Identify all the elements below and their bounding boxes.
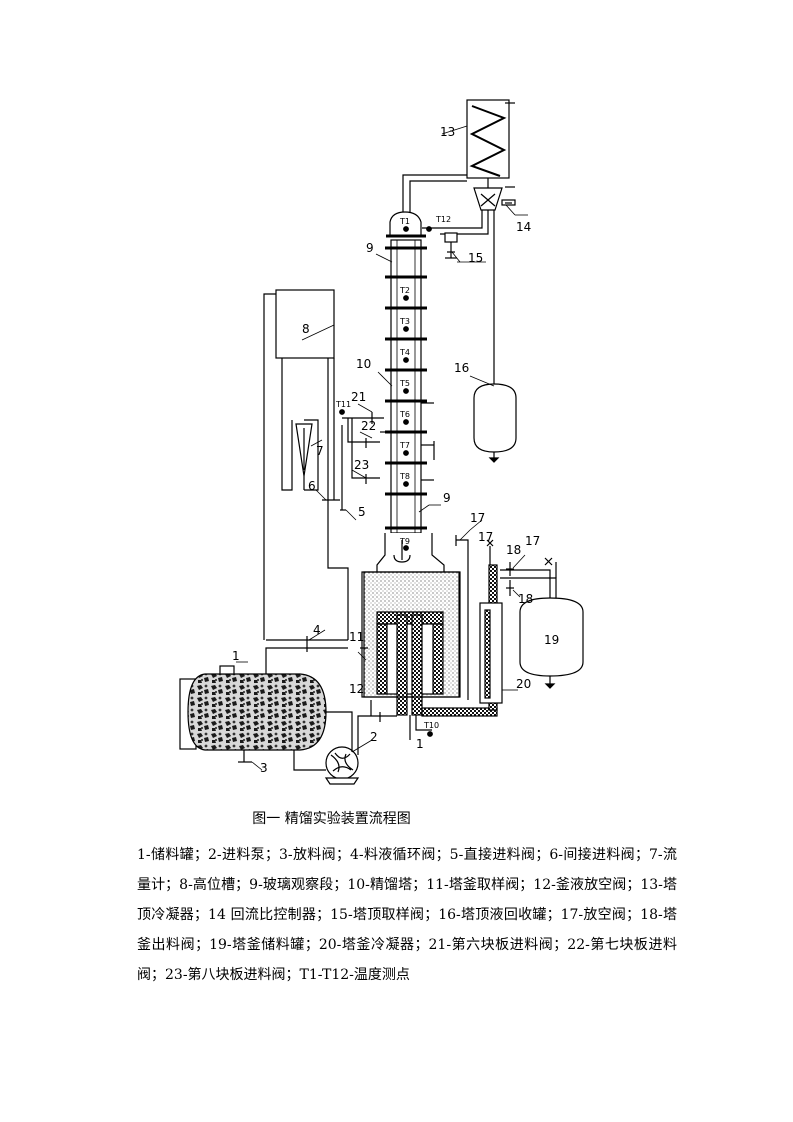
label-1: 1 [232,649,240,663]
label-1b: 1 [416,737,424,751]
label-3: 3 [260,761,268,775]
reflux-ratio-controller [473,178,528,216]
label-12: 12 [349,682,364,696]
distillation-column [380,239,435,534]
vapour-line [402,174,467,215]
label-4: 4 [313,623,321,637]
figure-legend: 1-储料罐；2-进料泵；3-放料阀；4-料液循环阀；5-直接进料阀；6-间接进料… [137,847,677,983]
label-17a: 17 [470,511,485,525]
circulation-line [265,647,348,674]
bottoms-cooler [479,602,518,704]
label-17b: 17 [478,530,493,544]
label-13: 13 [440,125,455,139]
temp-label-t9: T9 [399,537,410,546]
figure-caption-text: 图一 精馏实验装置流程图 [252,811,411,827]
distillate-receiver-tank [469,375,517,463]
label-5: 5 [358,505,366,519]
temp-label-t1: T1 [399,217,410,226]
label-7: 7 [316,444,324,458]
label-16: 16 [454,361,469,375]
figure-caption: 图一 精馏实验装置流程图 [0,808,793,828]
column-head [386,211,426,238]
temp-label-t2: T2 [399,286,410,295]
label-19: 19 [544,633,559,647]
distillation-flow-diagram: 1 1 2 3 4 5 6 7 8 9 9 10 11 12 13 14 15 … [179,99,584,785]
label-20: 20 [516,677,531,691]
vapour-line-inner [409,180,467,215]
flowmeter [295,419,323,491]
bottoms-storage-tank [500,557,584,689]
top-sampling-valve [444,232,486,263]
temp-label-t5: T5 [399,379,410,388]
temp-label-t6: T6 [399,410,410,419]
label-15: 15 [468,251,483,265]
vent-valves [455,519,494,700]
condenser [441,99,515,188]
temp-label-t12: T12 [435,215,451,224]
feed-storage-tank [179,665,327,771]
label-6: 6 [308,479,316,493]
label-9a: 9 [366,241,374,255]
label-9b: 9 [443,491,451,505]
label-18a: 18 [506,543,521,557]
reflux-line [422,210,483,229]
label-23: 23 [354,458,369,472]
temp-label-t10: T10 [423,721,439,730]
label-22: 22 [361,419,376,433]
temp-label-t8: T8 [399,472,410,481]
temp-label-t3: T3 [399,317,410,326]
label-11: 11 [349,630,364,644]
label-17c: 17 [525,534,540,548]
label-2: 2 [370,730,378,744]
label-14: 14 [516,220,531,234]
head-tank [275,289,335,359]
reboiler [363,533,460,716]
label-10: 10 [356,357,371,371]
temp-label-t4: T4 [399,348,410,357]
label-18b: 18 [518,592,533,606]
temperature-point-markers [339,226,433,737]
feed-pump [324,739,373,785]
label-8: 8 [302,322,310,336]
temp-label-t11: T11 [335,400,351,409]
temp-label-t7: T7 [399,441,410,450]
bottoms-discharge-valves [506,554,526,598]
label-21: 21 [351,390,366,404]
